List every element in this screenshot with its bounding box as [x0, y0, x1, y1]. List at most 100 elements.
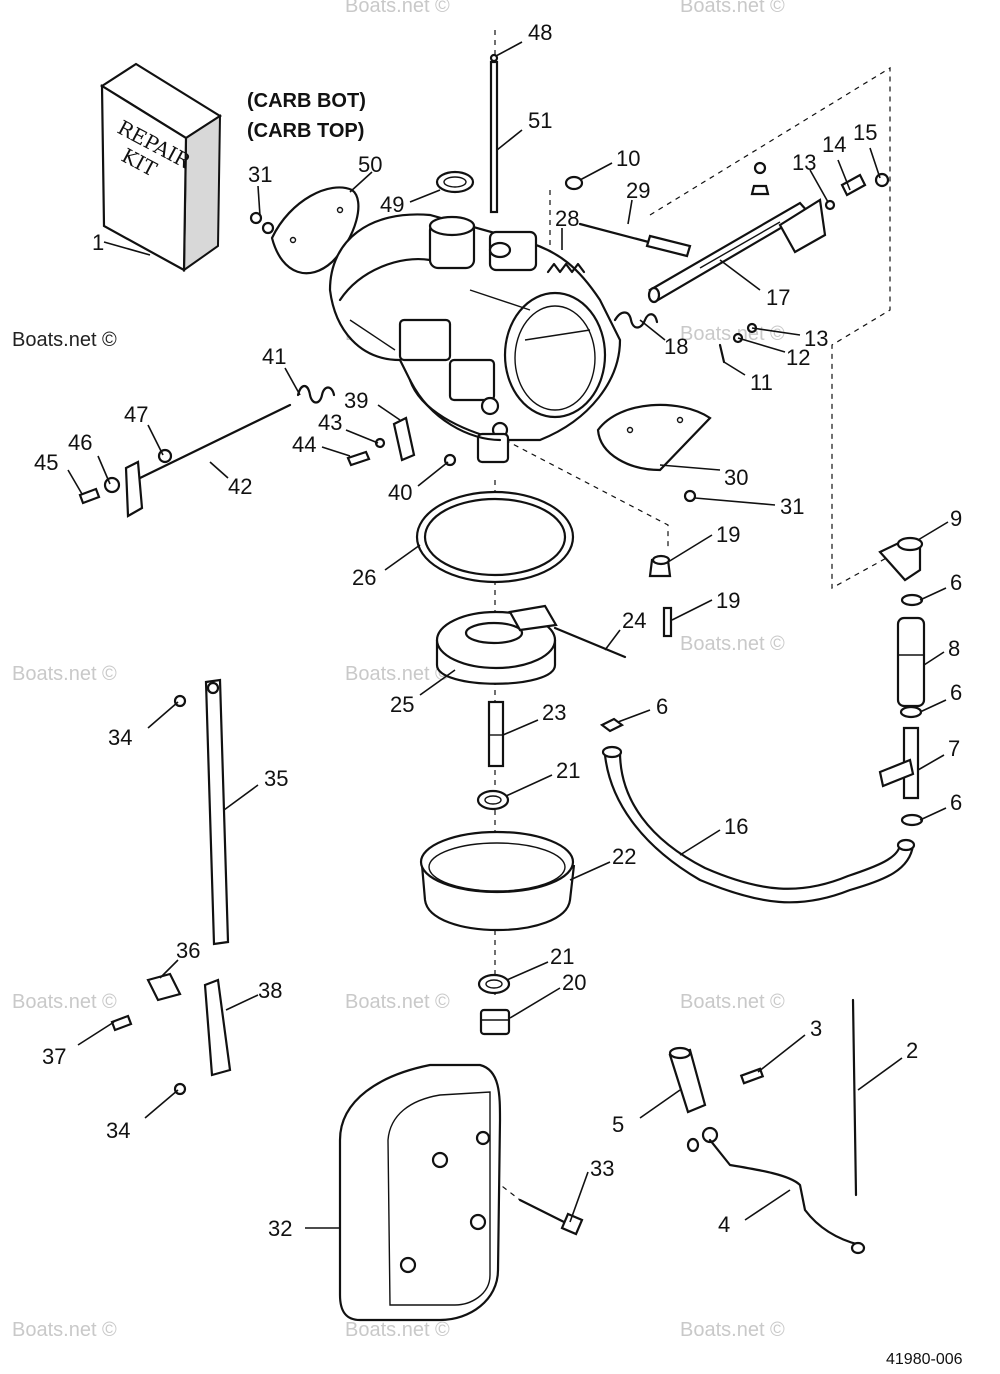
callout-19: 19 — [716, 588, 740, 613]
header-carb-top: (CARB TOP) — [247, 120, 364, 142]
callout-31: 31 — [780, 494, 804, 519]
callout-35: 35 — [264, 766, 288, 791]
callout-18: 18 — [664, 334, 688, 359]
callout-5: 5 — [612, 1112, 624, 1137]
fuel-fittings — [878, 536, 926, 827]
watermark: Boats.net © — [345, 991, 450, 1013]
choke-rod — [173, 678, 230, 946]
watermark: Boats.net © — [680, 0, 785, 17]
callout-47: 47 — [124, 402, 148, 427]
callout-1: 1 — [92, 230, 104, 255]
callout-39: 39 — [344, 388, 368, 413]
callout-6: 6 — [656, 694, 668, 719]
callout-38: 38 — [258, 978, 282, 1003]
carburetor-body — [328, 213, 622, 464]
callout-34: 34 — [106, 1118, 130, 1143]
callout-13: 13 — [792, 150, 816, 175]
callout-9: 9 — [950, 506, 962, 531]
washer — [476, 789, 510, 811]
needle-and-seat — [648, 554, 673, 638]
callout-16: 16 — [724, 814, 748, 839]
throttle-spring — [613, 311, 659, 329]
callout-11: 11 — [750, 370, 773, 395]
leader-lines — [67, 41, 949, 1229]
callout-14: 14 — [822, 132, 846, 157]
fuel-hose — [603, 753, 915, 904]
callout-29: 29 — [626, 178, 650, 203]
drain-plug — [479, 1008, 511, 1036]
callout-25: 25 — [390, 692, 414, 717]
bowl-gasket — [415, 490, 575, 584]
callout-28: 28 — [555, 206, 579, 231]
callout-4: 4 — [718, 1212, 730, 1237]
main-jet — [487, 700, 505, 768]
reference-number: 41980-006 — [886, 1351, 963, 1368]
callout-23: 23 — [542, 700, 566, 725]
callout-31: 31 — [248, 162, 272, 187]
callout-46: 46 — [68, 430, 92, 455]
callout-20: 20 — [562, 970, 586, 995]
callout-40: 40 — [388, 480, 412, 505]
callout-2: 2 — [906, 1038, 918, 1063]
callout-44: 44 — [292, 432, 316, 457]
callout-8: 8 — [948, 636, 960, 661]
watermark: Boats.net © — [680, 1319, 785, 1341]
callout-21: 21 — [550, 944, 574, 969]
spring — [546, 262, 586, 274]
callout-33: 33 — [590, 1156, 614, 1181]
throttle-shaft — [647, 198, 827, 304]
callout-22: 22 — [612, 844, 636, 869]
repair-kit-box: REPAIR KIT — [99, 62, 223, 272]
link-hardware — [346, 437, 457, 467]
washer — [477, 973, 511, 995]
watermark: Boats.net © — [680, 633, 785, 655]
watermark: Boats.net © — [345, 0, 450, 17]
callout-7: 7 — [948, 736, 960, 761]
carb-gasket — [270, 186, 360, 275]
mixture-screw — [578, 222, 692, 258]
callout-51: 51 — [528, 108, 552, 133]
watermark: Boats.net © — [680, 323, 785, 345]
callout-labels: 48 51 10 29 28 13 14 15 50 49 31 1 17 18… — [34, 20, 962, 1241]
callout-49: 49 — [380, 192, 404, 217]
callout-26: 26 — [352, 565, 376, 590]
flange-gasket — [596, 403, 712, 472]
o-ring — [435, 170, 475, 194]
float-bowl — [419, 830, 576, 931]
screws — [249, 211, 275, 235]
callout-12: 12 — [786, 345, 810, 370]
choke-linkage — [110, 972, 232, 1096]
callout-3: 3 — [810, 1016, 822, 1041]
choke-lever-parts — [668, 998, 866, 1255]
idle-spring — [296, 384, 336, 404]
callout-34: 34 — [108, 725, 132, 750]
callout-6: 6 — [950, 790, 962, 815]
callout-6: 6 — [950, 570, 962, 595]
watermark: Boats.net © — [680, 991, 785, 1013]
callout-42: 42 — [228, 474, 252, 499]
callout-30: 30 — [724, 465, 748, 490]
callout-17: 17 — [766, 285, 790, 310]
float — [435, 604, 558, 685]
watermark: Boats.net © — [12, 663, 117, 685]
callout-24: 24 — [622, 608, 646, 633]
cover-screw — [518, 1198, 584, 1236]
float-pin — [553, 626, 627, 659]
needle-rod — [489, 53, 499, 214]
watermark: Boats.net © — [12, 991, 117, 1013]
callout-41: 41 — [262, 344, 286, 369]
air-silencer-cover — [338, 1063, 502, 1322]
watermark: Boats.net © — [12, 1319, 117, 1341]
watermark: Boats.net © — [12, 329, 117, 351]
callout-19: 19 — [716, 522, 740, 547]
watermark: Boats.net © — [345, 1319, 450, 1341]
hose-clamp — [599, 717, 625, 733]
link-bracket — [392, 416, 416, 462]
callout-37: 37 — [42, 1044, 66, 1069]
callout-48: 48 — [528, 20, 552, 45]
callout-36: 36 — [176, 938, 200, 963]
callout-43: 43 — [318, 410, 342, 435]
header-carb-bot: (CARB BOT) — [247, 90, 366, 112]
callout-50: 50 — [358, 152, 382, 177]
